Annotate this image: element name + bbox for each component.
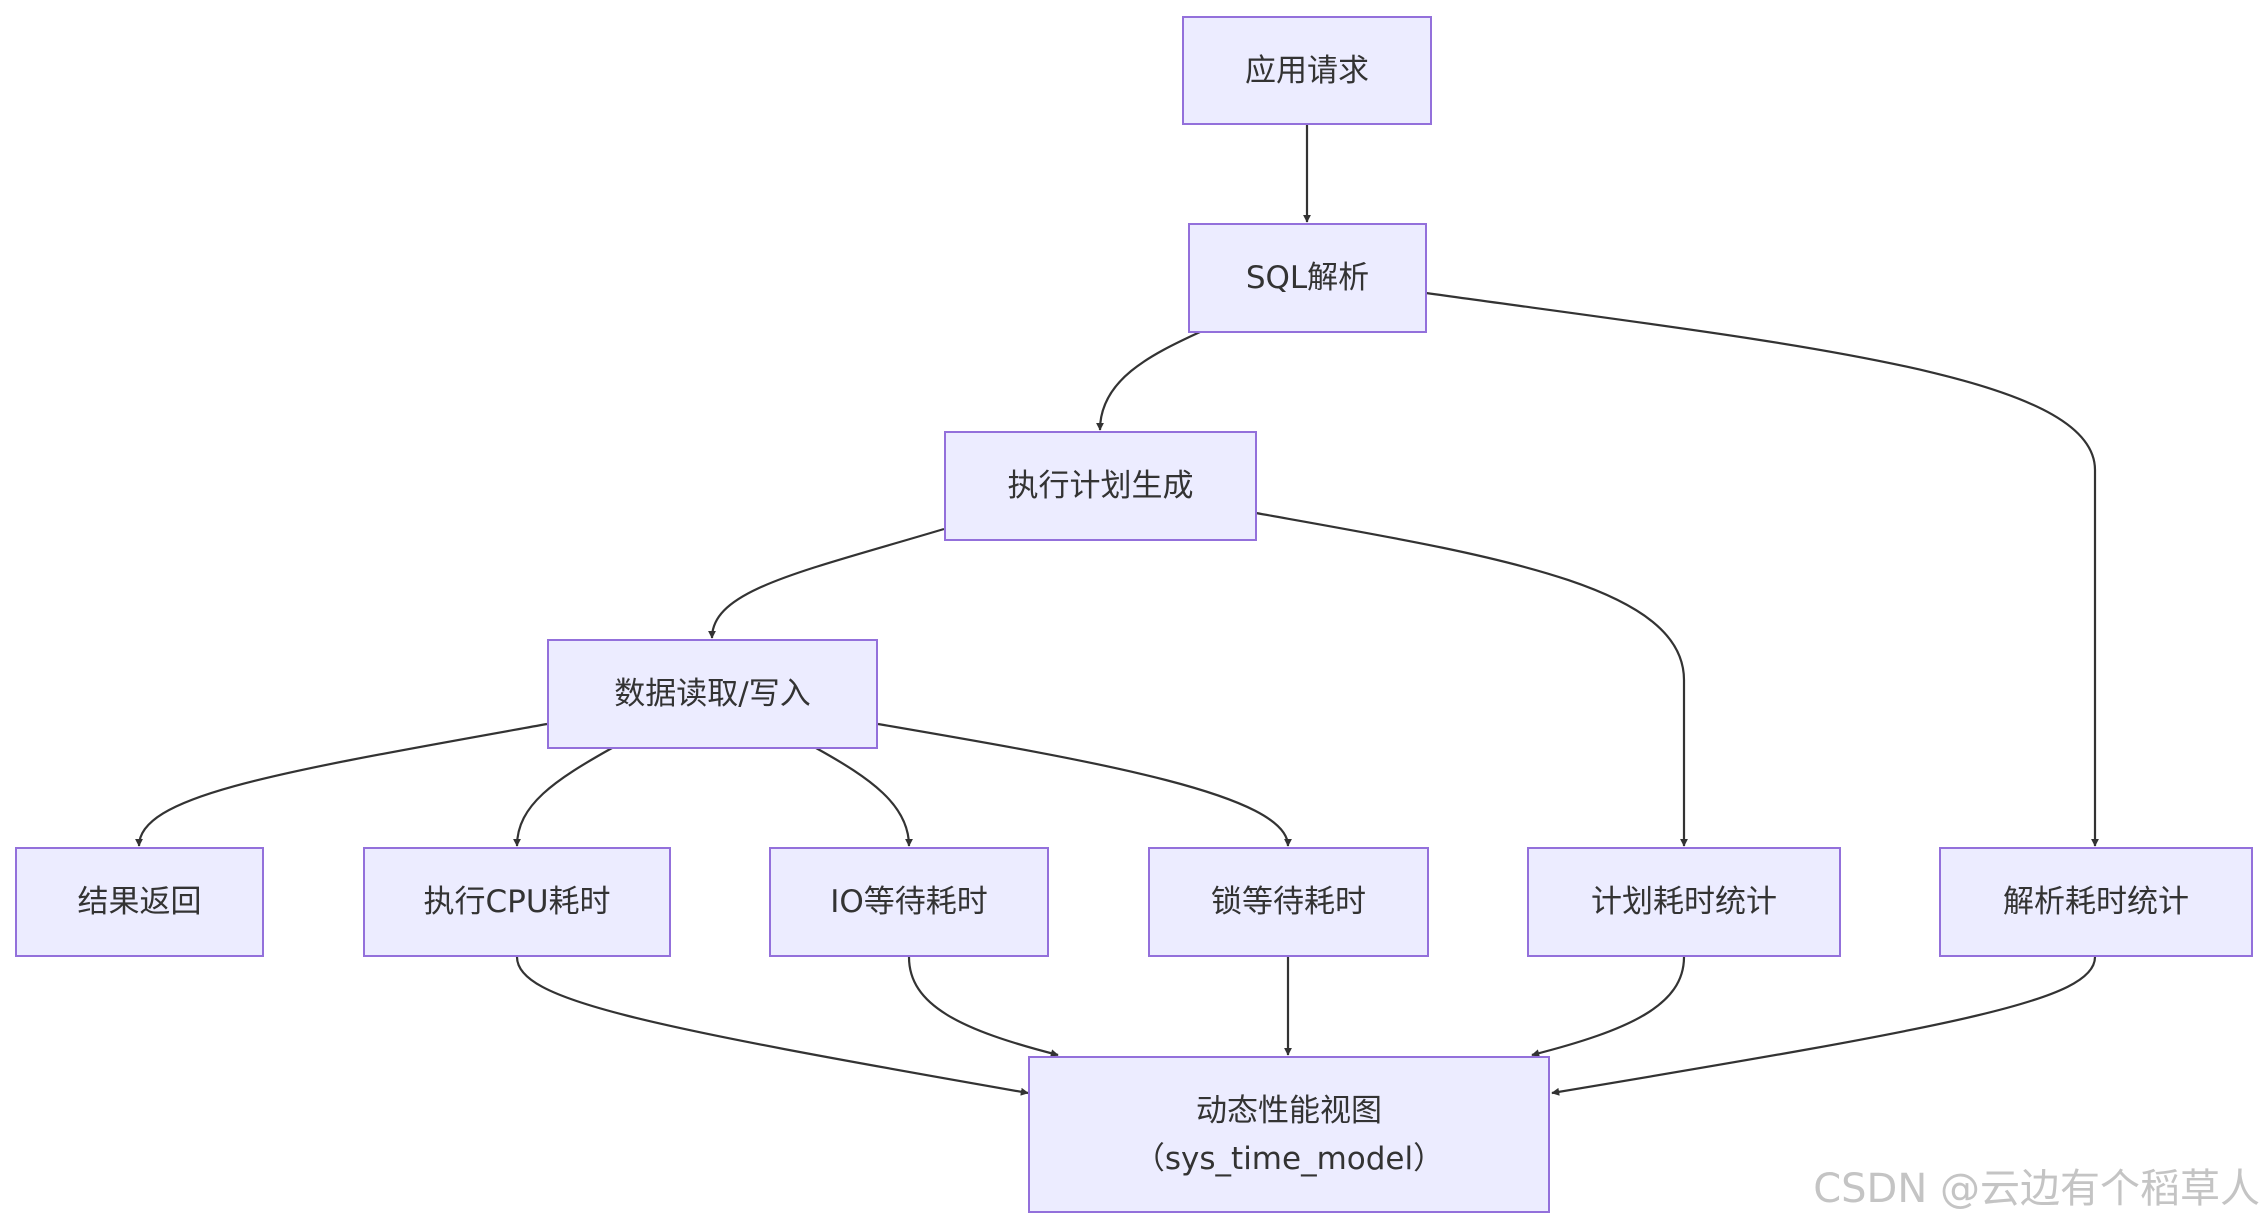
node-data-rw-label: 数据读取/写入 — [614, 676, 811, 712]
node-plan-time-stat[interactable]: 计划耗时统计 — [1527, 847, 1841, 957]
node-result-return[interactable]: 结果返回 — [15, 847, 264, 957]
edge-parse-time-stat-to-dyn-view — [1551, 956, 2097, 1096]
node-lock-wait-label: 锁等待耗时 — [1211, 884, 1366, 920]
edge-plan-gen-to-plan-time-stat — [1255, 511, 1688, 847]
node-cpu-time-label: 执行CPU耗时 — [423, 884, 611, 920]
node-plan-gen-label: 执行计划生成 — [1007, 468, 1194, 504]
node-data-rw[interactable]: 数据读取/写入 — [547, 639, 878, 749]
edge-data-rw-to-lock-wait — [877, 722, 1292, 847]
node-lock-wait[interactable]: 锁等待耗时 — [1148, 847, 1429, 957]
edge-plan-gen-to-data-rw — [708, 527, 945, 639]
node-sql-parse-label: SQL解析 — [1245, 260, 1370, 296]
node-cpu-time[interactable]: 执行CPU耗时 — [363, 847, 671, 957]
node-sql-parse[interactable]: SQL解析 — [1188, 223, 1427, 333]
edge-sql-parse-to-plan-gen — [1096, 331, 1201, 431]
node-dyn-view-label-line2: （sys_time_model） — [1133, 1140, 1445, 1177]
node-result-return-label: 结果返回 — [77, 884, 202, 920]
node-io-wait-label: IO等待耗时 — [830, 884, 988, 920]
node-parse-time-stat[interactable]: 解析耗时统计 — [1939, 847, 2253, 957]
node-dyn-view[interactable]: 动态性能视图 （sys_time_model） — [1028, 1056, 1550, 1213]
edge-data-rw-to-result-return — [135, 722, 548, 847]
node-io-wait[interactable]: IO等待耗时 — [769, 847, 1049, 957]
node-app-request[interactable]: 应用请求 — [1182, 16, 1432, 125]
edge-plan-time-stat-to-dyn-view — [1531, 956, 1686, 1058]
edge-io-wait-to-dyn-view — [907, 956, 1059, 1058]
edge-data-rw-to-cpu-time — [513, 747, 613, 847]
node-plan-time-stat-label: 计划耗时统计 — [1591, 884, 1777, 920]
edge-cpu-time-to-dyn-view — [515, 956, 1029, 1096]
node-dyn-view-lines: 动态性能视图 （sys_time_model） — [1134, 1087, 1444, 1183]
node-parse-time-stat-label: 解析耗时统计 — [2003, 884, 2189, 920]
edge-sql-parse-to-parse-time-stat — [1425, 291, 2099, 847]
edge-data-rw-to-io-wait — [815, 747, 913, 847]
node-dyn-view-label-line1: 动态性能视图 — [1196, 1092, 1382, 1129]
node-plan-gen[interactable]: 执行计划生成 — [944, 431, 1257, 541]
watermark: CSDN @云边有个稻草人 — [1813, 1166, 2260, 1212]
node-app-request-label: 应用请求 — [1245, 52, 1369, 89]
